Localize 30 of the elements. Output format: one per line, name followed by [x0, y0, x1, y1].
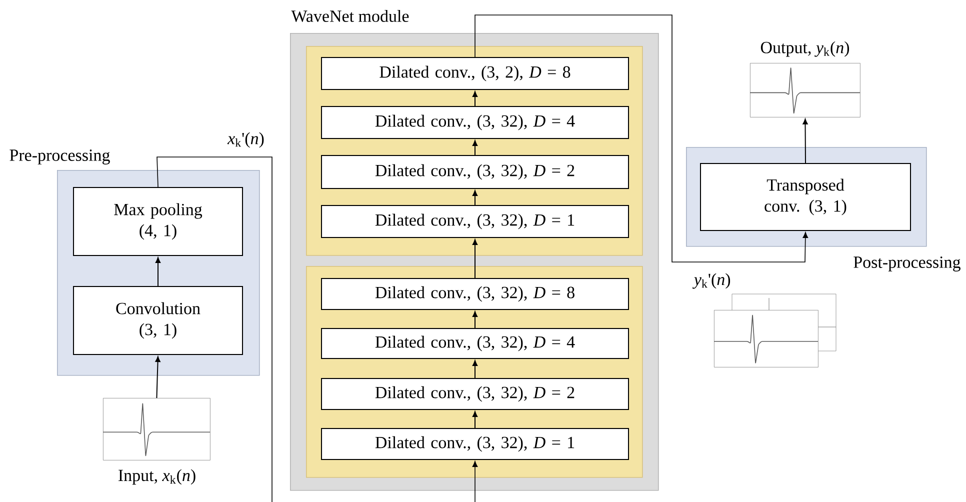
- process-box: Dilated conv., (3, 32), D = 8: [321, 278, 629, 310]
- picture-caption: y$_{k}$'(n): [692, 273, 730, 289]
- arrow: [802, 118, 808, 164]
- arrow: [472, 91, 478, 106]
- arrow: [474, 14, 808, 262]
- process-box: Dilated conv., (3, 2), D = 8: [321, 57, 629, 90]
- group-label: Post-processing: [854, 256, 960, 272]
- picture-caption: Input, x$_{k}$(n): [118, 469, 196, 485]
- arrow: [472, 140, 478, 156]
- arrow: [156, 156, 478, 502]
- picture-caption: Output, y$_{k}$(n): [760, 41, 850, 57]
- process-box: Dilated conv., (3, 32), D = 1: [321, 205, 629, 238]
- arrow: [472, 411, 478, 428]
- process-box: Dilated conv., (3, 32), D = 1: [321, 428, 629, 460]
- process-box: Max pooling (4, 1): [73, 187, 243, 256]
- arrow: [472, 360, 478, 378]
- process-box: Transposed conv. (3, 1): [700, 163, 911, 231]
- arrow: [155, 257, 161, 286]
- process-box: Dilated conv., (3, 32), D = 4: [321, 106, 629, 139]
- group-label: Pre-processing: [10, 150, 110, 164]
- arrow: [472, 239, 478, 278]
- arrow: [472, 311, 478, 328]
- arrow: [155, 356, 160, 398]
- group-label: WaveNet module: [291, 10, 409, 22]
- edge-label: x$_{k}$'(n): [226, 131, 266, 149]
- arrow: [472, 190, 478, 206]
- process-box: Dilated conv., (3, 32), D = 2: [321, 378, 629, 410]
- process-box: Dilated conv., (3, 32), D = 2: [321, 155, 629, 189]
- process-box: Convolution (3, 1): [73, 286, 243, 355]
- process-box: Dilated conv., (3, 32), D = 4: [321, 328, 629, 359]
